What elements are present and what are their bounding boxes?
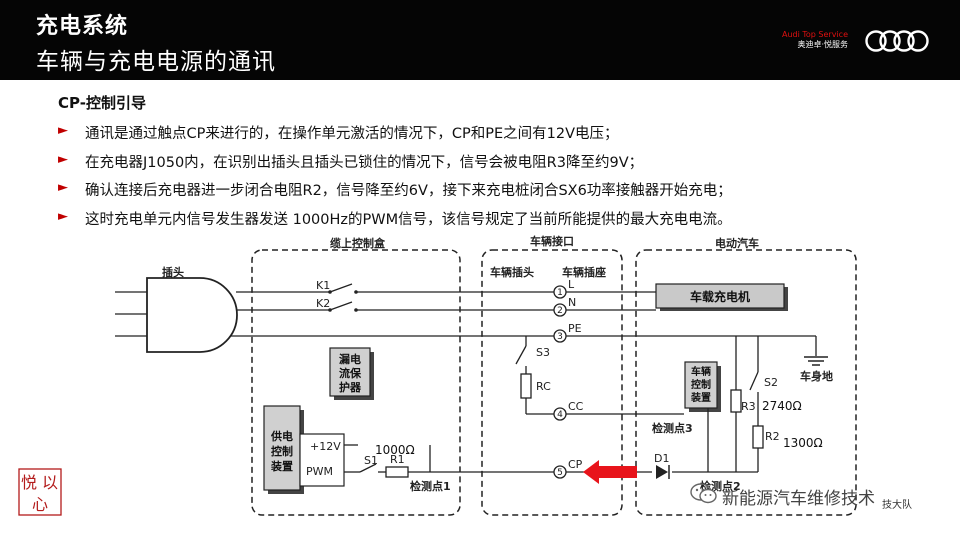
supply-control-line2: 控制 bbox=[271, 444, 293, 458]
brand-text: Audi Top Service 奥迪卓·悦服务 bbox=[772, 30, 848, 50]
pin-2 bbox=[553, 303, 567, 317]
seal-char-3: 心 bbox=[32, 495, 48, 514]
corner-text: 技大队 bbox=[882, 498, 912, 511]
supply-control-line1: 供电 bbox=[270, 429, 293, 443]
wechat-icon bbox=[690, 483, 717, 504]
audi-rings-icon bbox=[865, 30, 929, 52]
electric-vehicle-frame bbox=[635, 249, 857, 516]
test-point3-label: 检测点3 bbox=[652, 421, 693, 435]
bullet-item: ► 通讯是通过触点CP来进行的，在操作单元激活的情况下，CP和PE之间有12V电压… bbox=[58, 122, 732, 151]
r3-value: 2740Ω bbox=[762, 399, 802, 413]
cp-highlight-arrow-icon bbox=[583, 460, 637, 484]
vehicle-control-line3: 装置 bbox=[690, 391, 711, 404]
plug-label: 插头 bbox=[162, 265, 184, 279]
r3-label: R3 bbox=[741, 400, 756, 413]
page-title: 充电系统 bbox=[36, 14, 129, 39]
leakage-protector-line1: 漏电 bbox=[339, 352, 361, 366]
leakage-protector-line3: 护器 bbox=[339, 380, 362, 394]
bullet-text: 确认连接后充电器进一步闭合电阻R2，信号降至约6V，接下来充电桩闭合SX6功率接… bbox=[85, 183, 732, 199]
s1-label: S1 bbox=[364, 454, 378, 467]
vehicle-interface-frame bbox=[481, 249, 623, 516]
vehicle-control-line2: 控制 bbox=[691, 378, 711, 391]
vehicle-label: 电动汽车 bbox=[715, 236, 759, 250]
seal-char-2: 以 bbox=[42, 473, 58, 492]
r1-label: R1 bbox=[390, 453, 405, 466]
bullet-item: ► 确认连接后充电器进一步闭合电阻R2，信号降至约6V，接下来充电桩闭合SX6功率… bbox=[58, 179, 732, 208]
plus12v-label: +12V bbox=[310, 440, 341, 453]
bullet-arrow-icon: ► bbox=[58, 151, 68, 167]
bullet-arrow-icon: ► bbox=[58, 180, 68, 195]
pin-1-number: 1 bbox=[557, 288, 563, 298]
bullet-item: ► 这时充电单元内信号发生器发送 1000Hz的PWM信号，该信号规定了当前所能提… bbox=[58, 208, 732, 237]
rc-resistor bbox=[520, 373, 532, 399]
pin-cc-name: CC bbox=[568, 400, 584, 413]
pin-4-number: 4 bbox=[557, 410, 563, 420]
seal-logo: 悦 以 心 bbox=[18, 468, 62, 516]
supply-control-box bbox=[263, 405, 301, 491]
section-title: CP-控制引导 bbox=[58, 94, 146, 112]
leakage-protector-line2: 流保 bbox=[339, 366, 362, 380]
k1-label: K1 bbox=[316, 279, 330, 292]
supply-control-line3: 装置 bbox=[270, 459, 293, 473]
k2-label: K2 bbox=[316, 297, 330, 310]
interface-label: 车辆接口 bbox=[530, 234, 574, 248]
bullet-text: 通讯是通过触点CP来进行的，在操作单元激活的情况下，CP和PE之间有12V电压； bbox=[85, 126, 619, 142]
bullet-text: 这时充电单元内信号发生器发送 1000Hz的PWM信号，该信号规定了当前所能提供… bbox=[85, 211, 732, 228]
brand-line2: 奥迪卓·悦服务 bbox=[797, 40, 848, 49]
pin-1 bbox=[553, 285, 567, 299]
r2-label: R2 bbox=[765, 430, 780, 443]
pwm-label: PWM bbox=[306, 465, 333, 478]
brand-line1: Audi Top Service bbox=[782, 30, 848, 39]
d1-label: D1 bbox=[654, 452, 669, 465]
pin-3-number: 3 bbox=[557, 332, 563, 342]
pin-n-name: N bbox=[568, 296, 576, 309]
bullet-list: ► 通讯是通过触点CP来进行的，在操作单元激活的情况下，CP和PE之间有12V电压… bbox=[58, 122, 732, 236]
vehicle-control-line1: 车辆 bbox=[691, 365, 711, 378]
r1-value: 1000Ω bbox=[375, 443, 415, 457]
onboard-charger-box bbox=[655, 283, 785, 309]
d1-diode-icon bbox=[656, 465, 668, 479]
seal-char-1: 悦 bbox=[21, 473, 37, 492]
s3-label: S3 bbox=[536, 346, 550, 359]
vehicle-socket-label: 车辆插座 bbox=[562, 265, 606, 279]
leakage-protector-box bbox=[329, 347, 371, 397]
r2-resistor bbox=[752, 425, 764, 449]
bullet-text: 在充电器J1050内，在识别出插头且插头已锁住的情况下，信号会被电阻R3降至约9… bbox=[85, 154, 644, 171]
header-bar: 充电系统 车辆与充电电源的通讯 Audi Top Service 奥迪卓·悦服务 bbox=[0, 0, 960, 80]
watermark-text: 新能源汽车维修技术 bbox=[722, 489, 875, 509]
pin-pe-name: PE bbox=[568, 322, 582, 335]
vehicle-plug-label: 车辆插头 bbox=[490, 265, 534, 279]
r3-resistor bbox=[730, 389, 742, 413]
cable-control-box-frame bbox=[251, 249, 461, 516]
pin-2-number: 2 bbox=[557, 306, 563, 316]
r2-value: 1300Ω bbox=[783, 436, 823, 450]
test-point1-label: 检测点1 bbox=[410, 479, 451, 493]
page-subtitle: 车辆与充电电源的通讯 bbox=[36, 49, 276, 75]
pin-l-name: L bbox=[568, 278, 575, 291]
rc-label: RC bbox=[536, 380, 551, 393]
bullet-arrow-icon: ► bbox=[58, 208, 68, 224]
bullet-arrow-icon: ► bbox=[58, 123, 68, 138]
s2-label: S2 bbox=[764, 376, 778, 389]
pin-cp-name: CP bbox=[568, 458, 583, 471]
plug-symbol bbox=[146, 277, 238, 353]
cable-box-label: 缆上控制盒 bbox=[330, 236, 386, 250]
pin-3 bbox=[553, 329, 567, 343]
vehicle-control-box bbox=[684, 361, 718, 409]
supply-output-block bbox=[299, 433, 345, 487]
body-ground-icon bbox=[804, 356, 828, 366]
onboard-charger-label: 车载充电机 bbox=[690, 289, 750, 304]
body-ground-label: 车身地 bbox=[800, 369, 833, 383]
r1-resistor bbox=[385, 466, 409, 478]
bullet-item: ► 在充电器J1050内，在识别出插头且插头已锁住的情况下，信号会被电阻R3降至约… bbox=[58, 151, 732, 180]
pin-5-number: 5 bbox=[557, 468, 563, 478]
